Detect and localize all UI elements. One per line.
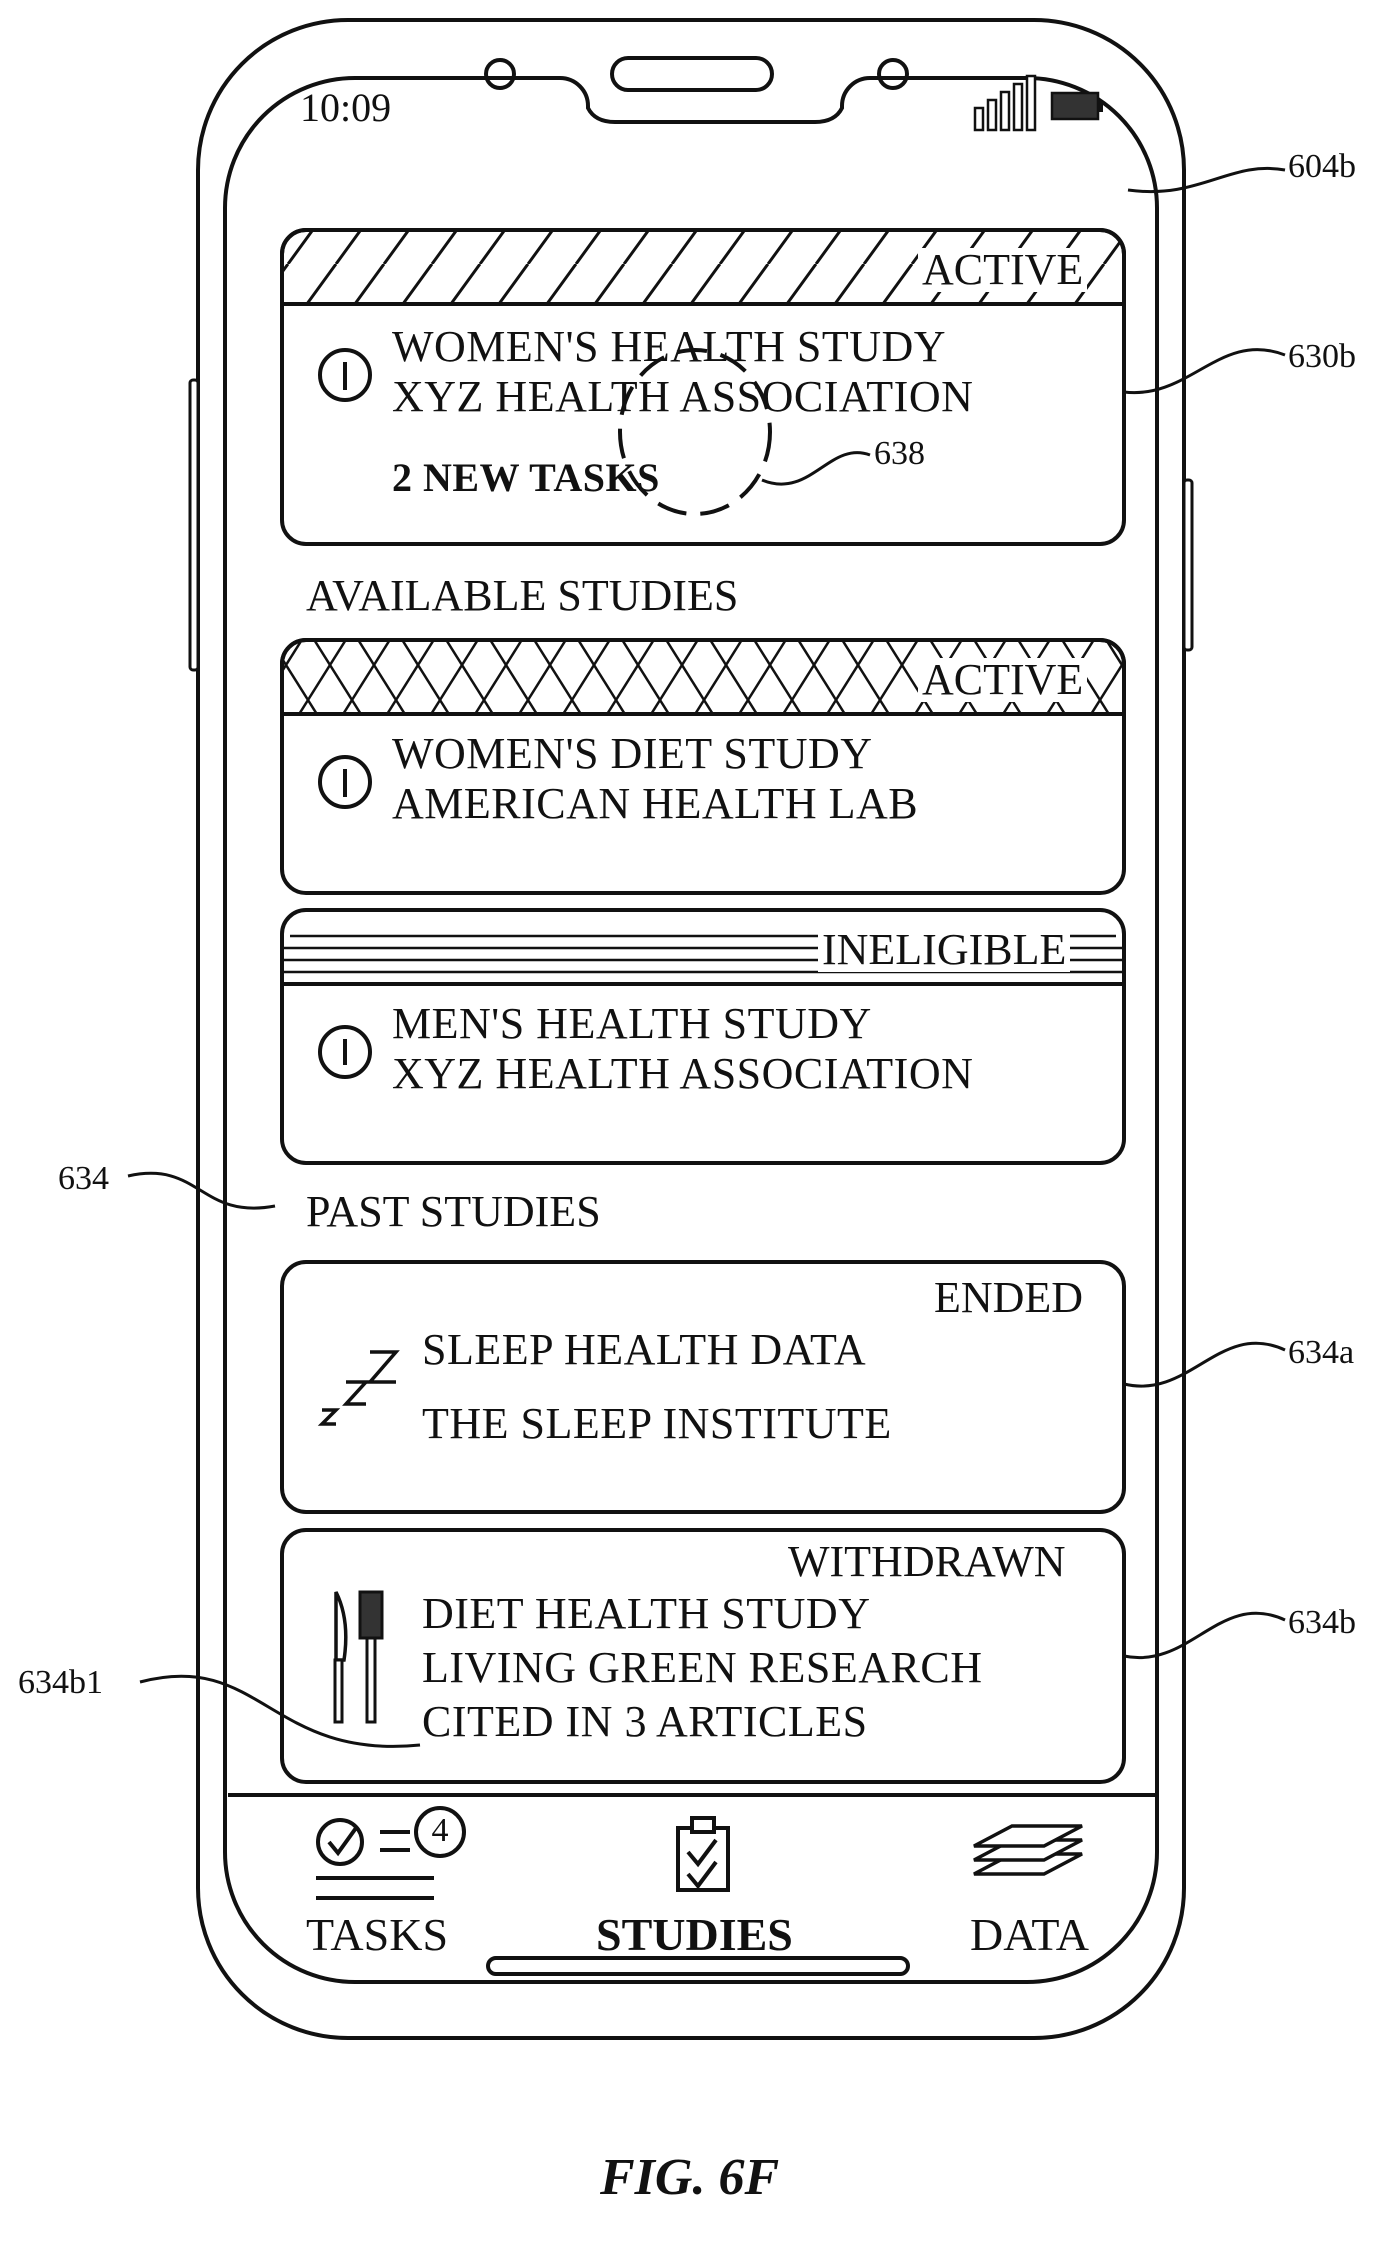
stacked-layers-icon — [974, 1826, 1082, 1874]
tab-tasks[interactable]: TASKS — [306, 1912, 448, 1958]
study-organization: XYZ HEALTH ASSOCIATION — [392, 1052, 973, 1096]
clipboard-check-icon — [678, 1818, 728, 1890]
ref-604b: 604b — [1288, 150, 1356, 184]
home-indicator[interactable] — [488, 1958, 908, 1974]
past-studies-heading: PAST STUDIES — [306, 1190, 601, 1234]
study-title[interactable]: DIET HEALTH STUDY — [422, 1592, 870, 1636]
study-title[interactable]: WOMEN'S DIET STUDY — [392, 732, 873, 776]
info-icon[interactable] — [320, 1027, 370, 1077]
status-badge: ENDED — [930, 1276, 1087, 1320]
status-badge: ACTIVE — [918, 248, 1087, 292]
new-tasks-label[interactable]: 2 NEW TASKS — [392, 458, 660, 498]
ref-634a: 634a — [1288, 1336, 1354, 1370]
available-studies-heading: AVAILABLE STUDIES — [306, 574, 738, 618]
study-organization: LIVING GREEN RESEARCH — [422, 1646, 982, 1690]
study-organization: AMERICAN HEALTH LAB — [392, 782, 918, 826]
info-icon[interactable] — [320, 350, 370, 400]
ref-634b: 634b — [1288, 1606, 1356, 1640]
study-title[interactable]: WOMEN'S HEALTH STUDY — [392, 325, 946, 369]
ref-634: 634 — [58, 1162, 109, 1196]
study-organization: XYZ HEALTH ASSOCIATION — [392, 375, 973, 419]
status-time: 10:09 — [300, 88, 391, 128]
citations-label[interactable]: CITED IN 3 ARTICLES — [422, 1700, 868, 1744]
tab-studies[interactable]: STUDIES — [596, 1912, 793, 1958]
info-icon[interactable] — [320, 757, 370, 807]
status-badge: WITHDRAWN — [784, 1540, 1070, 1584]
battery-icon — [1052, 93, 1103, 119]
ref-638: 638 — [874, 437, 925, 471]
study-title[interactable]: MEN'S HEALTH STUDY — [392, 1002, 872, 1046]
tasks-badge-count: 4 — [428, 1814, 452, 1848]
status-badge: INELIGIBLE — [818, 928, 1070, 972]
ref-634b1: 634b1 — [18, 1666, 103, 1700]
tab-data[interactable]: DATA — [970, 1912, 1089, 1958]
status-badge: ACTIVE — [918, 658, 1087, 702]
ref-630b: 630b — [1288, 340, 1356, 374]
study-organization: THE SLEEP INSTITUTE — [422, 1402, 892, 1446]
signal-icon — [975, 76, 1035, 130]
figure-caption: FIG. 6F — [600, 2152, 779, 2204]
study-title[interactable]: SLEEP HEALTH DATA — [422, 1328, 866, 1372]
